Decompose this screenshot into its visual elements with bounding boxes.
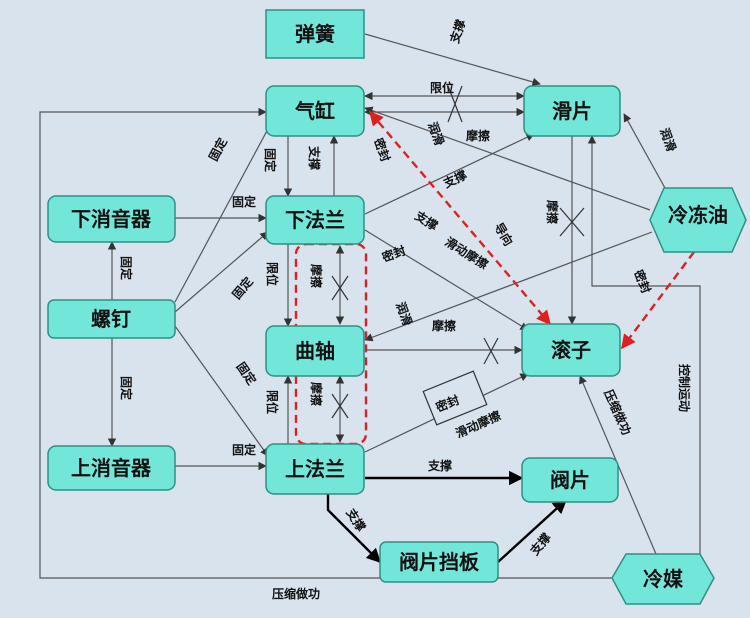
label-refrigerant-cylinder: 压缩做功 bbox=[272, 586, 320, 601]
label-cylinder-vane-limit: 限位 bbox=[430, 80, 454, 95]
svg-text:下消音器: 下消音器 bbox=[71, 207, 152, 231]
cross-marks bbox=[331, 85, 585, 419]
label-lowerflange-roller-support: 支撑 bbox=[412, 207, 441, 233]
label-oil-roller-seal: 密封 bbox=[631, 268, 654, 296]
node-lower-muffler: 下消音器 bbox=[47, 195, 176, 243]
label-crank-lowerflange-friction: 摩擦 bbox=[309, 264, 324, 288]
edge-screw-cylinder bbox=[174, 113, 277, 303]
edge-refrigerant-vane bbox=[587, 135, 701, 554]
node-vane: 滑片 bbox=[523, 85, 621, 137]
label-vane-roller-friction: 摩擦 bbox=[545, 200, 560, 224]
label-lowermuffler-lowerflange: 固定 bbox=[232, 194, 256, 209]
label-guide: 导向 bbox=[491, 220, 516, 248]
edge-screw-lowerflange bbox=[174, 231, 269, 313]
edge-cylinder-roller-seal bbox=[369, 110, 551, 326]
label-refrigerant-vane: 控制运动 bbox=[677, 364, 692, 412]
edge-spring-vane bbox=[364, 33, 541, 86]
label-screw-lowermuffler: 固定 bbox=[119, 256, 134, 280]
svg-text:气缸: 气缸 bbox=[294, 99, 335, 123]
svg-text:弹簧: 弹簧 bbox=[295, 22, 335, 46]
edge-refrigerant-cylinder bbox=[39, 107, 614, 579]
bold-edges bbox=[326, 470, 568, 564]
label-lowerflange-vane: 支撑 bbox=[440, 167, 469, 191]
svg-text:下法兰: 下法兰 bbox=[285, 208, 345, 232]
svg-text:上消音器: 上消音器 bbox=[71, 456, 152, 480]
label-uppermuffler-upperflange: 固定 bbox=[232, 442, 256, 457]
node-roller: 滚子 bbox=[521, 323, 621, 377]
node-lower-flange: 下法兰 bbox=[265, 195, 365, 245]
node-valve: 阀片 bbox=[521, 457, 619, 503]
label-cylinder-lowerflange: 固定 bbox=[263, 148, 278, 172]
label-oil-crank-lubricate: 润滑 bbox=[393, 300, 415, 328]
label-upperflange-crank: 限位 bbox=[265, 390, 280, 414]
red-edges bbox=[369, 110, 695, 350]
node-oil: 冷冻油 bbox=[649, 187, 747, 253]
label-cylinder-roller-seal: 密封 bbox=[371, 136, 393, 164]
edge-screw-upperflange bbox=[174, 325, 269, 457]
node-valve-stop: 阀片挡板 bbox=[379, 541, 499, 583]
label-oil-vane: 润滑 bbox=[657, 126, 679, 154]
svg-text:曲轴: 曲轴 bbox=[295, 339, 335, 363]
edge-upperflange-valvestop bbox=[326, 494, 382, 564]
svg-text:螺钉: 螺钉 bbox=[91, 307, 131, 331]
node-refrigerant: 冷媒 bbox=[611, 553, 715, 605]
label-screw-lowerflange: 固定 bbox=[229, 274, 256, 302]
svg-text:阀片挡板: 阀片挡板 bbox=[399, 550, 480, 574]
label-screw-upperflange: 固定 bbox=[234, 359, 260, 387]
node-crankshaft: 曲轴 bbox=[265, 325, 365, 377]
label-oil-cylinder: 润滑 bbox=[425, 120, 447, 148]
label-lowerflange-crank: 限位 bbox=[265, 262, 280, 286]
label-oil-crank-seal: 密封 bbox=[380, 243, 408, 265]
node-screw: 螺钉 bbox=[47, 299, 176, 339]
node-upper-flange: 上法兰 bbox=[265, 443, 365, 495]
edge-oil-vane bbox=[623, 113, 666, 189]
seal-box bbox=[422, 370, 488, 426]
svg-text:滑片: 滑片 bbox=[552, 99, 592, 123]
label-screw-uppermuffler: 固定 bbox=[119, 376, 134, 400]
node-cylinder: 气缸 bbox=[265, 85, 365, 137]
label-lowerflange-roller-slide: 滑动摩擦 bbox=[442, 234, 491, 272]
svg-text:阀片: 阀片 bbox=[550, 468, 590, 492]
label-crank-upperflange-friction: 摩擦 bbox=[309, 382, 324, 406]
label-screw-cylinder: 固定 bbox=[205, 135, 230, 163]
label-spring-vane: 支撑 bbox=[446, 17, 468, 45]
label-upperflange-valve: 支撑 bbox=[427, 458, 452, 473]
svg-text:冷媒: 冷媒 bbox=[643, 567, 684, 591]
svg-text:滚子: 滚子 bbox=[551, 338, 591, 362]
label-lowerflange-cylinder: 支撑 bbox=[307, 145, 322, 170]
label-valvestop-valve: 支撑 bbox=[526, 530, 554, 559]
label-cylinder-vane-friction: 摩擦 bbox=[466, 128, 490, 143]
svg-text:上法兰: 上法兰 bbox=[285, 457, 345, 481]
edge-oil-roller-seal bbox=[621, 251, 695, 350]
node-upper-muffler: 上消音器 bbox=[47, 445, 176, 491]
label-refrigerant-roller: 压缩做功 bbox=[601, 387, 634, 437]
edge-valvestop-valve bbox=[497, 499, 568, 563]
svg-text:冷冻油: 冷冻油 bbox=[668, 203, 728, 227]
node-spring: 弹簧 bbox=[265, 9, 365, 59]
label-crank-roller-friction: 摩擦 bbox=[432, 318, 456, 333]
